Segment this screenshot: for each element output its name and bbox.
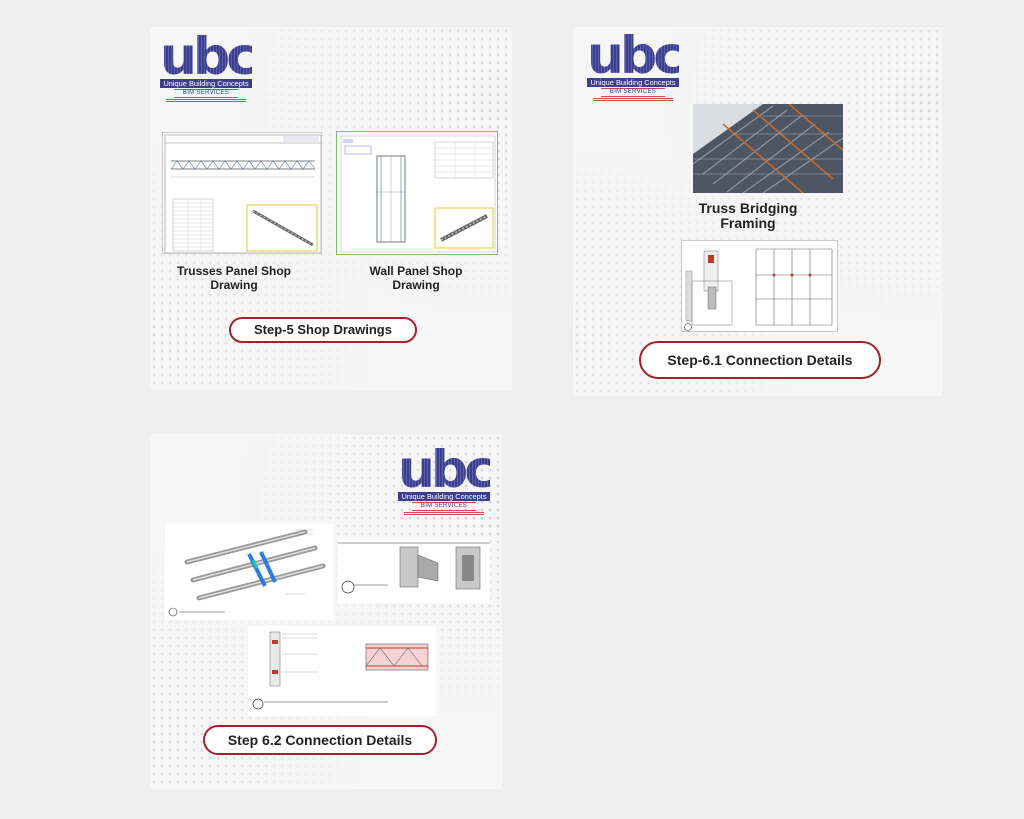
truss-bridging-render-image (693, 104, 843, 193)
logo-stripes (404, 512, 484, 515)
step-6-2-card: ubc Unique Building Concepts BIM SERVICE… (150, 434, 502, 789)
step-6-1-card: ubc Unique Building Concepts BIM SERVICE… (573, 27, 942, 396)
trusses-panel-caption: Trusses Panel Shop Drawing (176, 264, 292, 292)
connection-detail-drawing-image (681, 240, 838, 332)
logo-mark: ubc (398, 440, 495, 500)
logo-tagline: Unique Building Concepts (160, 79, 252, 88)
step-5-label: Step-5 Shop Drawings (229, 317, 417, 343)
logo-tagline: Unique Building Concepts (587, 78, 679, 87)
truss-bridging-caption: Truss Bridging Framing (698, 200, 798, 231)
ubc-logo: ubc Unique Building Concepts BIM SERVICE… (587, 27, 684, 101)
logo-mark: ubc (587, 27, 684, 86)
ubc-logo: ubc Unique Building Concepts BIM SERVICE… (160, 27, 257, 102)
trusses-panel-drawing-image (162, 132, 322, 254)
logo-sub: BIM SERVICES (412, 502, 476, 511)
ubc-logo: ubc Unique Building Concepts BIM SERVICE… (398, 440, 495, 515)
logo-stripes (593, 98, 673, 101)
logo-mark: ubc (160, 27, 257, 87)
step-5-card: ubc Unique Building Concepts BIM SERVICE… (150, 27, 512, 390)
step-6-1-label: Step-6.1 Connection Details (639, 341, 881, 379)
logo-sub: BIM SERVICES (601, 88, 665, 97)
logo-tagline: Unique Building Concepts (398, 492, 490, 501)
step-6-2-label: Step 6.2 Connection Details (203, 725, 437, 755)
wall-panel-drawing-image (336, 131, 498, 255)
truss-hangers-detail-image (338, 537, 490, 603)
logo-stripes (166, 99, 246, 102)
logo-sub: BIM SERVICES (174, 89, 238, 98)
truss-bridging-detail-image (165, 524, 333, 620)
truss-chord-reinforcement-detail-image (248, 626, 436, 716)
wall-panel-caption: Wall Panel Shop Drawing (369, 264, 463, 292)
